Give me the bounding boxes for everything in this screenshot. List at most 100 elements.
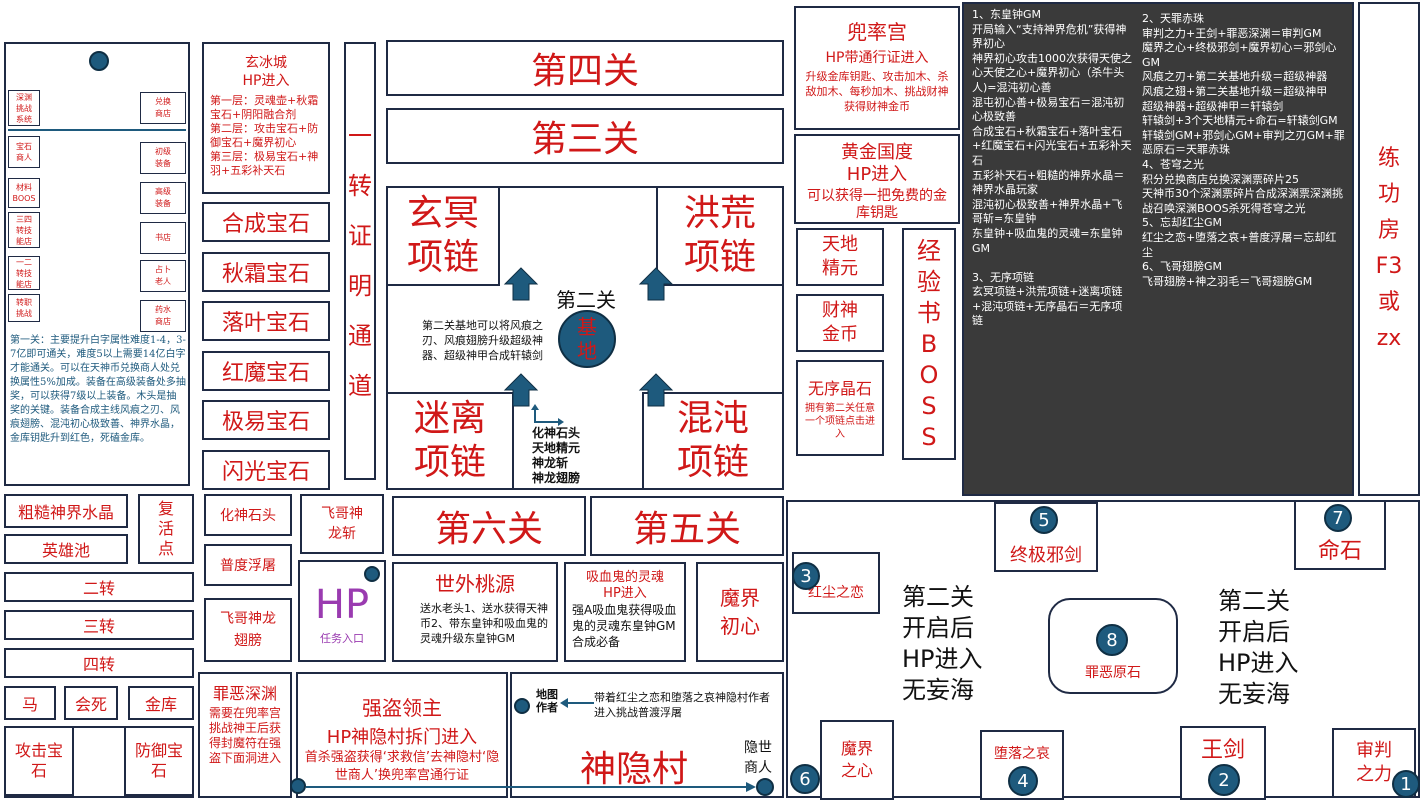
shop-item-left: 三四 转技 能店	[8, 212, 40, 248]
doushuai-title: 兜率宫	[847, 20, 907, 44]
vampire-soul-box: 吸血鬼的灵魂 HP进入 强A吸血鬼获得吸血鬼的灵魂东皇钟GM合成必备	[564, 562, 686, 662]
shop-item-right: 兑换 商店	[140, 92, 186, 124]
bandit-lord-sub: HP神隐村拆门进入	[326, 727, 478, 748]
shop-item-right: 高级 装备	[140, 182, 186, 214]
vampire-title: 吸血鬼的灵魂 HP进入	[585, 570, 664, 601]
level-2-desc: 第二关基地可以将风痕之刃、风痕翅膀升级超级神器、超级神甲合成轩辕剑	[422, 319, 543, 362]
golden-kingdom-title: 黄金国度 HP进入	[841, 142, 913, 185]
wuxu-desc: 拥有第二关任意一个项链点击进入	[805, 403, 875, 440]
arrow-right-icon	[306, 782, 756, 792]
shop-item-left: 材料 BOOS	[8, 178, 40, 208]
shop-item-left: 宝石 商人	[8, 136, 40, 168]
sin-abyss-desc: 需要在兜率宫挑战神王后获得封魔符在强盗下面洞进入	[208, 706, 281, 765]
crude-crystal-box: 粗糙神界水晶	[4, 494, 128, 528]
gem-box: 闪光宝石	[202, 450, 330, 490]
sin-abyss-title: 罪恶深渊	[212, 684, 277, 703]
shop-item-right: 药水 商店	[140, 300, 186, 332]
map-author-label: 地图 作者	[536, 688, 558, 714]
sin-origin-stone-box: 罪恶原石	[1048, 598, 1178, 694]
arrow-up-icon	[503, 373, 539, 407]
number-3-badge: 3	[792, 562, 820, 590]
arrow-up-icon	[638, 373, 674, 407]
feige-dragon-wings-box: 飞哥神龙 翅膀	[204, 598, 292, 662]
double-arrow-icon	[531, 404, 564, 426]
pudu-futu-box: 普度浮屠	[204, 544, 292, 586]
number-5-badge: 5	[1030, 506, 1058, 534]
shiwai-title: 世外桃源	[435, 572, 515, 596]
demon-heart-box: 魔界 之心	[820, 720, 894, 800]
golden-kingdom-box: 黄金国度 HP进入 可以获得一把免费的金库钥匙	[794, 134, 960, 224]
first-job-proof-channel: 一 转 证 明 通 道	[344, 42, 376, 480]
vampire-desc: 强A吸血鬼获得吸血鬼的灵魂东皇钟GM合成必备	[572, 603, 677, 649]
shenyin-village-title: 神隐村	[580, 749, 689, 790]
shiwai-desc: 送水老头1、送水获得天神币2、带东皇钟和吸血鬼的灵魂升级东皇钟GM	[420, 602, 548, 645]
vault-box: 金库	[128, 686, 194, 720]
will-die-box: 会死	[64, 686, 118, 720]
recipes-left-text: 1、东皇钟GM 开局输入“支持神界危机”获得神界初心 神界初心攻击1000次获得…	[972, 8, 1132, 328]
third-job-box: 三转	[4, 610, 194, 640]
fourth-job-box: 四转	[4, 648, 194, 678]
honghuang-necklace: 洪荒 项链	[656, 186, 784, 286]
golden-kingdom-desc: 可以获得一把免费的金库钥匙	[807, 188, 947, 221]
bottom-left-frame	[4, 726, 194, 798]
shenyin-village-box	[510, 672, 784, 798]
level-6-box: 第六关	[392, 496, 586, 556]
second-job-box: 二转	[4, 572, 194, 602]
attack-gem-box: 攻击宝 石	[4, 726, 74, 796]
shop-item-left: 深渊 挑战 系统	[8, 90, 40, 126]
hero-pool-box: 英雄池	[4, 534, 128, 564]
wuwang-sea-info-left: 第二关 开启后 HP进入 无妄海	[902, 583, 983, 704]
xuanbing-city-box: 玄冰城 HP进入 第一层：灵魂壶+秋霜宝石+阴阳融合剂 第二层：攻击宝石+防御宝…	[202, 42, 330, 194]
gem-box: 秋霜宝石	[202, 251, 330, 292]
shop-item-right: 初级 装备	[140, 142, 186, 174]
marker-dot	[290, 778, 306, 794]
demon-world-heart-box: 魔界 初心	[696, 562, 784, 662]
respawn-point-box: 复 活 点	[138, 494, 194, 564]
defense-gem-box: 防御宝 石	[124, 726, 194, 796]
level-4-box: 第四关	[386, 40, 784, 96]
mili-necklace: 迷离 项链	[386, 392, 514, 490]
caishen-coin-box: 财神 金币	[796, 294, 884, 352]
doushuai-desc: 升级金库钥匙、攻击加木、杀敌加木、每秒加木、挑战财神获得财神金币	[805, 70, 949, 113]
wuxu-title: 无序晶石	[807, 379, 872, 398]
arrow-up-icon	[638, 267, 674, 301]
gem-box: 落叶宝石	[202, 301, 330, 342]
start-marker-dot	[89, 51, 109, 71]
marker-dot	[756, 778, 774, 796]
level1-description: 第一关：主要提升白字属性难度1-4，3-7亿即可通关，难度5以上需要14亿白字才…	[10, 335, 186, 444]
arrow-left-icon	[560, 698, 594, 708]
bandit-lord-title: 强盗领主	[362, 696, 442, 720]
recipes-panel	[962, 2, 1354, 496]
xuanbing-desc: 第一层：灵魂壶+秋霜宝石+阴阳融合剂 第二层：攻击宝石+防御宝石+魔界初心 第三…	[210, 94, 319, 177]
doushuai-palace-box: 兜率宫 HP带通行证进入 升级金库钥匙、攻击加木、杀敌加木、每秒加木、挑战财神获…	[794, 6, 960, 130]
number-4-badge: 4	[1008, 766, 1038, 796]
wuxu-crystal-box: 无序晶石 拥有第二关任意一个项链点击进入	[796, 360, 884, 456]
number-1-badge: 1	[1392, 770, 1420, 798]
shiwai-taoyuan-box: 世外桃源 送水老头1、送水获得天神币2、带东皇钟和吸血鬼的灵魂升级东皇钟GM	[392, 562, 558, 662]
hermit-merchant-label: 隐世 商人	[744, 740, 772, 776]
shop-item-left: 转职 挑战	[8, 294, 40, 322]
gem-box: 极易宝石	[202, 400, 330, 441]
level-2-base-circle: 基 地	[558, 310, 616, 368]
exp-book-boss-box: 经 验 书 B O S S	[902, 228, 956, 460]
number-2-badge: 2	[1208, 764, 1240, 796]
marker-dot	[364, 566, 380, 582]
map-author-desc: 带着红尘之恋和堕落之哀神隐村作者进入挑战普渡浮屠	[594, 691, 770, 719]
level-3-box: 第三关	[386, 108, 784, 164]
sin-abyss-box: 罪恶深渊 需要在兜率宫挑战神王后获得封魔符在强盗下面洞进入	[198, 672, 292, 798]
hp-task-entry-label: 任务入口	[320, 632, 364, 645]
hundun-necklace: 混沌 项链	[642, 392, 784, 490]
xuanming-necklace: 玄冥 项链	[386, 186, 500, 286]
recipes-right-text: 2、天罪赤珠 审判之力+王剑+罪恶深渊＝审判GM 魔界之心+终极邪剑+魔界初心＝…	[1142, 12, 1345, 288]
xuanbing-title: 玄冰城 HP进入	[242, 55, 290, 89]
hp-label: HP	[314, 582, 370, 628]
gem-box: 合成宝石	[202, 202, 330, 242]
shop-item-right: 书店	[140, 222, 186, 254]
tiandi-jingyuan-box: 天地 精元	[796, 228, 884, 286]
doushuai-sub: HP带通行证进入	[825, 50, 929, 66]
start-divider-line	[8, 129, 186, 131]
number-6-badge: 6	[790, 764, 820, 794]
shop-item-right: 占卜 老人	[140, 260, 186, 292]
level-2-label: 第二关	[556, 288, 616, 312]
shop-item-left: 一二 转技 能店	[8, 256, 40, 290]
